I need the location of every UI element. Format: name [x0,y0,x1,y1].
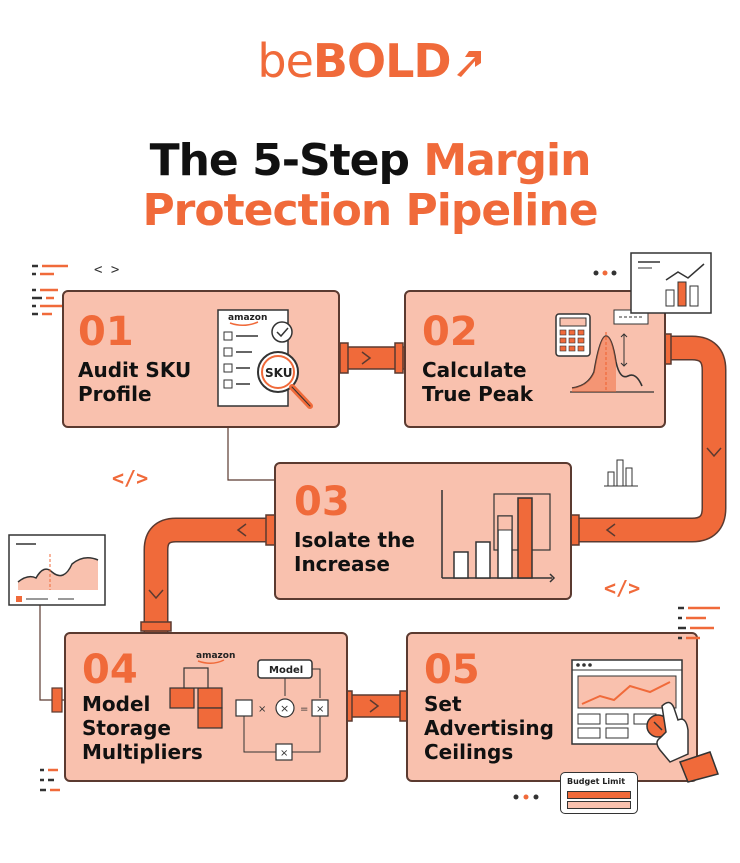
step-card-04: 04 Model Storage Multipliers amazon Mode… [64,632,348,782]
step-number: 04 [82,647,138,693]
icon-amazon-text: amazon [228,313,267,323]
sku-audit-checklist-icon: amazon SKU [217,309,313,409]
step-number: 02 [422,309,478,355]
brand-arrow-icon [456,51,481,77]
icon-sku-text: SKU [265,366,292,380]
svg-text:=: = [300,704,308,715]
code-lines-decor-bottom-left [40,768,60,792]
step-card-05: 05 Set Advertising Ceilings [406,632,698,782]
step-card-01: 01 Audit SKU Profile amazon SKU [62,290,340,428]
step-label: Audit SKU Profile [78,358,192,406]
svg-text:×: × [258,704,266,715]
svg-text:×: × [316,704,324,715]
step-label: Model Storage Multipliers [82,692,203,764]
icon-amazon-text-4: amazon [196,651,235,661]
dots-decor-bottom [513,794,539,800]
budget-limit-widget: Budget Limit [560,772,638,814]
svg-text:×: × [280,702,289,715]
bar-chart-increase-icon [441,490,556,583]
angle-glyph-decor: < > [94,262,120,278]
ad-dashboard-hand-icon [571,659,689,763]
brand-prefix: be [257,34,313,88]
brand-name: BOLD [312,34,452,88]
calculator-peak-chart-icon [555,309,654,393]
step-label: Set Advertising Ceilings [424,692,554,764]
brand-logo: beBOLD [0,38,740,84]
page-title: The 5-Step Margin Protection Pipeline [0,136,740,236]
code-glyph-left: </> [112,466,149,490]
step-label: Calculate True Peak [422,358,534,406]
dots-decor-top [593,270,617,276]
svg-text:×: × [280,748,288,759]
code-glyph-right: </> [604,576,641,600]
code-lines-decor-right [678,606,720,640]
code-lines-decor-top-left [32,264,68,316]
budget-limit-label: Budget Limit [567,777,626,786]
step-number: 03 [294,479,350,525]
small-bars-decor [604,459,638,487]
sleeve-decor [679,751,719,783]
title-part1: The 5-Step [149,135,424,186]
icon-model-text: Model [269,665,303,676]
step-card-02: 02 Calculate True Peak [404,290,666,428]
step-number: 01 [78,309,134,355]
step-number: 05 [424,647,480,693]
storage-model-flow-icon: amazon Model × × = × × [169,651,329,761]
step-label: Isolate the Increase [294,528,415,576]
title-line2: Protection Pipeline [142,185,598,236]
mini-chart-widget-left [8,534,106,606]
title-part2: Margin [423,135,591,186]
mini-chart-widget-top [630,252,712,314]
step-card-03: 03 Isolate the Increase [274,462,572,600]
